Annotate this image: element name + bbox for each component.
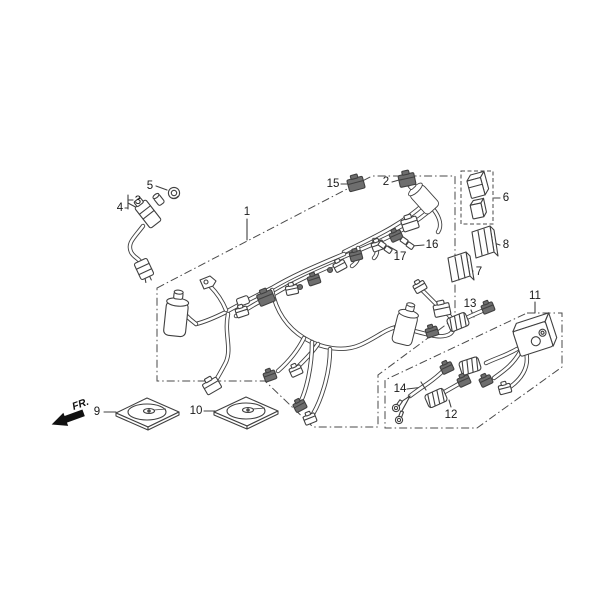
part-label-10: 10 (190, 405, 203, 417)
part-14-ground-lead (390, 358, 455, 426)
part-5-nut (167, 186, 181, 200)
part-label-17: 17 (394, 251, 407, 263)
part-9-plate (115, 397, 180, 431)
part-label-12: 12 (445, 409, 458, 421)
part-label-15: 15 (327, 178, 340, 190)
part-4-sensor-assembly (127, 186, 181, 284)
part-label-3: 3 (135, 195, 141, 207)
fr-direction-arrow: FR. (51, 396, 91, 426)
ignition-coil-left (162, 288, 191, 338)
part-label-2: 2 (383, 176, 389, 188)
part-13-sub-cord (445, 298, 496, 333)
part-label-14: 14 (394, 383, 407, 395)
part-label-16: 16 (426, 239, 439, 251)
part-15-connector (345, 172, 366, 193)
part-6-relays (466, 170, 490, 220)
part-label-7: 7 (476, 266, 482, 278)
leader-lines (103, 179, 536, 413)
part-label-4: 4 (117, 202, 124, 214)
part-label-11: 11 (529, 290, 541, 302)
part-label-8: 8 (503, 239, 509, 251)
fr-label: FR. (71, 396, 91, 413)
part-16-clip (399, 236, 415, 250)
part-3-bulb (152, 192, 165, 206)
part-label-1: 1 (244, 206, 250, 218)
part-label-9: 9 (94, 406, 100, 418)
part-8-unit (471, 225, 499, 259)
part-17-screw (377, 240, 393, 254)
part-label-6: 6 (503, 192, 509, 204)
part-label-5: 5 (147, 180, 153, 192)
ignition-coil-right (390, 300, 422, 348)
part-1-wire-harness (162, 176, 456, 426)
part-11-control-unit (457, 312, 558, 396)
part-7-unit (447, 251, 475, 283)
relay-group-outline (460, 170, 494, 225)
part-10-plate (213, 396, 279, 430)
part-2-connector (396, 168, 417, 189)
part-label-13: 13 (464, 298, 477, 310)
part-12-sub-cord (423, 371, 472, 410)
sub-harness-kit-outline (384, 312, 563, 429)
